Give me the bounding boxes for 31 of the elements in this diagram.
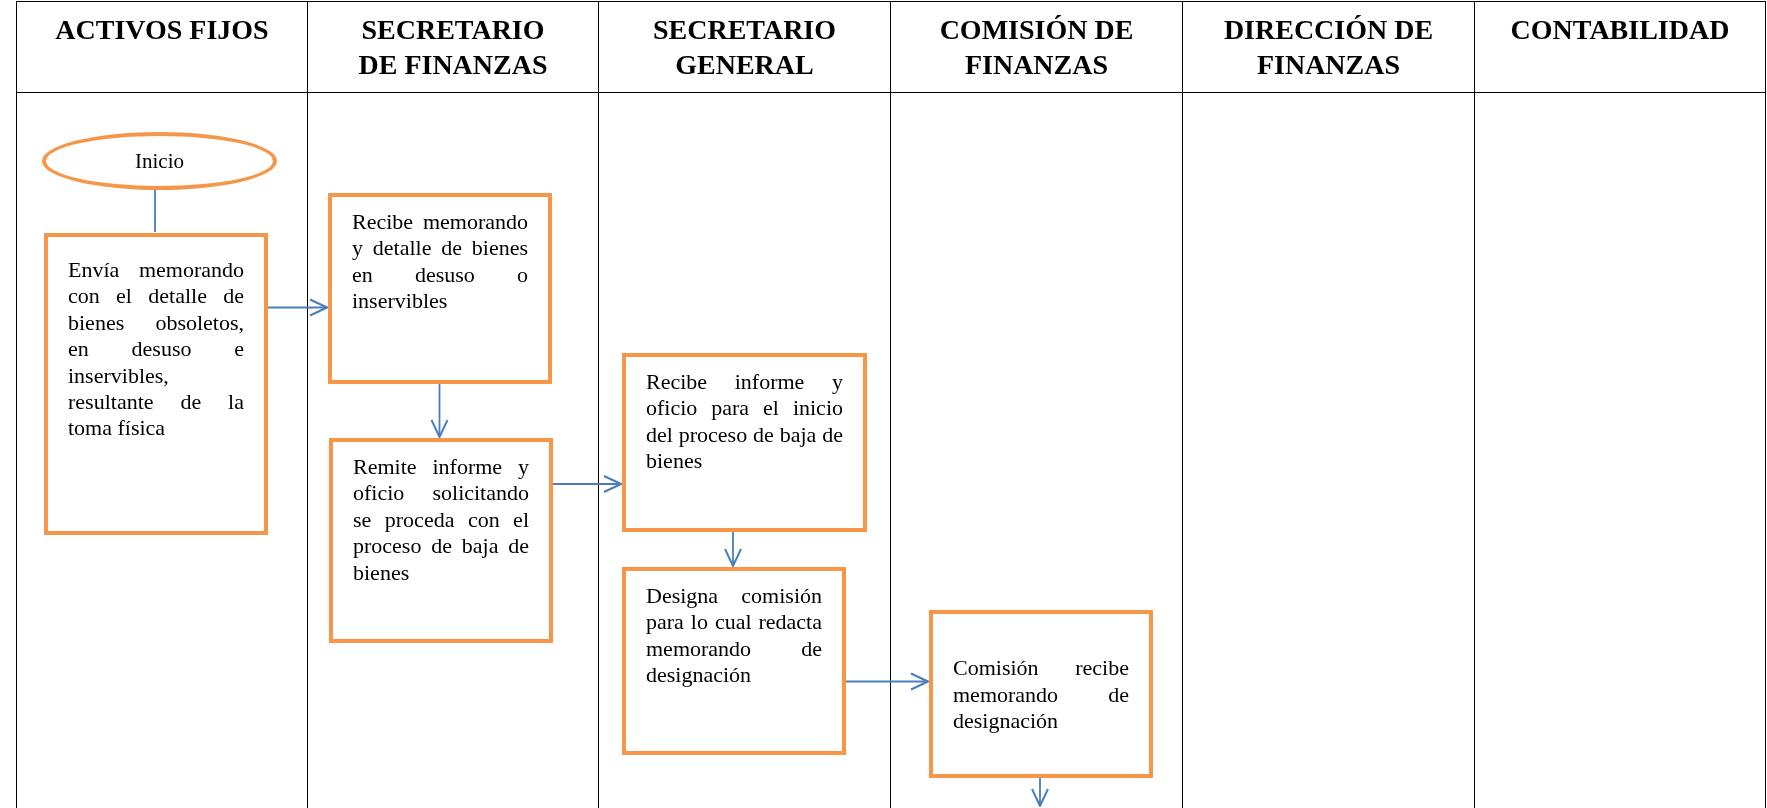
swimlane <box>16 1 307 808</box>
step-text: Remite informe y oficio solicitando se proceda con el proceso de baja de bienes <box>353 454 529 586</box>
step-text: Designa comisión para lo cual redacta memorando de designación <box>646 583 822 689</box>
arrow <box>1031 776 1049 807</box>
lane-header: SECRETARIO DE FINANZAS <box>357 13 549 82</box>
arrow <box>844 672 929 691</box>
step-text: Envía memorando con el detalle de bienes obsoletos, en desuso e inservibles, resultante de la toma física <box>68 257 244 442</box>
process-box <box>622 353 867 532</box>
process-box <box>329 438 553 643</box>
step-text: Comisión recibe memorando de designación <box>953 655 1129 735</box>
lane-header: DIRECCIÓN DE FINANZAS <box>1222 13 1435 82</box>
swimlane <box>598 1 890 808</box>
lane-header: ACTIVOS FIJOS <box>55 13 269 47</box>
lane-header: CONTABILIDAD <box>1510 13 1730 47</box>
step-text: Recibe memorando y detalle de bienes en desuso o inservibles <box>352 209 528 315</box>
lane-header: SECRETARIO GENERAL <box>651 13 838 82</box>
arrow <box>724 530 742 567</box>
start-label: Inicio <box>135 148 184 174</box>
step-text: Recibe informe y oficio para el inicio del proceso de baja de bienes <box>646 369 843 475</box>
swimlane <box>890 1 1182 808</box>
process-box <box>929 610 1153 778</box>
process-box <box>44 233 268 535</box>
lane-header: COMISIÓN DE FINANZAS <box>938 13 1135 82</box>
process-box <box>328 193 552 384</box>
arrow <box>430 382 449 438</box>
process-box <box>622 567 846 755</box>
swimlane <box>307 1 598 808</box>
arrow <box>266 298 328 317</box>
swimlane <box>1474 1 1766 808</box>
arrow <box>551 475 622 493</box>
swimlane <box>1182 1 1474 808</box>
